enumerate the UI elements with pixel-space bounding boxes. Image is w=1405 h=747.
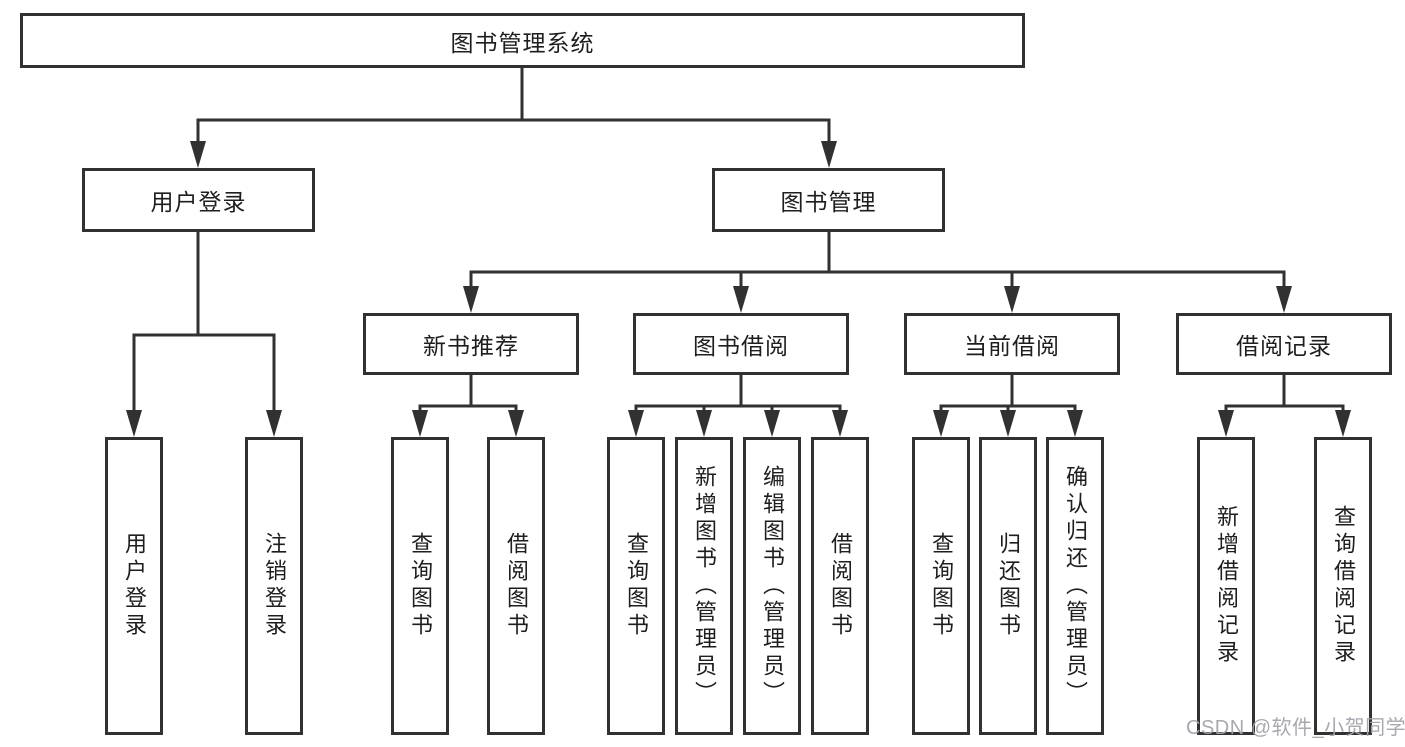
node-current-borrow: 当前借阅	[904, 313, 1120, 375]
connector-records	[1224, 373, 1345, 414]
connector-book-mgmt	[469, 230, 1286, 291]
connector-root	[196, 66, 831, 146]
arrowheads	[126, 141, 1351, 437]
leaf-label: 用户登录	[122, 532, 147, 640]
leaf-query-books-1: 查询图书	[391, 437, 449, 735]
node-borrow-records: 借阅记录	[1176, 313, 1392, 375]
node-book-borrow: 图书借阅	[633, 313, 849, 375]
leaf-label: 编辑图书（管理员）	[760, 464, 785, 708]
node-new-book-recommend: 新书推荐	[363, 313, 579, 375]
leaf-logout: 注销登录	[245, 437, 303, 735]
leaf-label: 借阅图书	[828, 532, 853, 640]
leaf-return-books: 归还图书	[979, 437, 1037, 735]
connector-user-login	[132, 230, 276, 414]
leaf-confirm-return-admin: 确认归还（管理员）	[1046, 437, 1104, 735]
leaf-borrow-books-1: 借阅图书	[487, 437, 545, 735]
leaf-label: 新增图书（管理员）	[692, 464, 717, 708]
watermark-text: CSDN @软件_小贺同学	[1186, 717, 1405, 739]
leaf-label: 注销登录	[262, 532, 287, 640]
leaf-label: 借阅图书	[504, 532, 529, 640]
leaf-label: 查询图书	[624, 532, 649, 640]
leaf-query-books-2: 查询图书	[607, 437, 665, 735]
leaf-query-borrow-record: 查询借阅记录	[1314, 437, 1372, 735]
leaf-label: 查询图书	[408, 532, 433, 640]
leaf-add-book-admin: 新增图书（管理员）	[675, 437, 733, 735]
leaf-add-borrow-record: 新增借阅记录	[1197, 437, 1255, 735]
node-root: 图书管理系统	[20, 13, 1025, 68]
connector-new-books	[418, 373, 518, 414]
leaf-label: 归还图书	[996, 532, 1021, 640]
leaf-label: 确认归还（管理员）	[1063, 464, 1088, 708]
leaf-edit-book-admin: 编辑图书（管理员）	[743, 437, 801, 735]
node-book-management: 图书管理	[712, 168, 945, 232]
leaf-label: 新增借阅记录	[1214, 505, 1239, 667]
leaf-label: 查询借阅记录	[1331, 505, 1356, 667]
leaf-user-login: 用户登录	[105, 437, 163, 735]
leaf-borrow-books-2: 借阅图书	[811, 437, 869, 735]
connector-current	[939, 373, 1077, 414]
leaf-label: 查询图书	[929, 532, 954, 640]
connector-borrow	[634, 373, 842, 414]
node-user-login: 用户登录	[82, 168, 315, 232]
leaf-query-books-3: 查询图书	[912, 437, 970, 735]
